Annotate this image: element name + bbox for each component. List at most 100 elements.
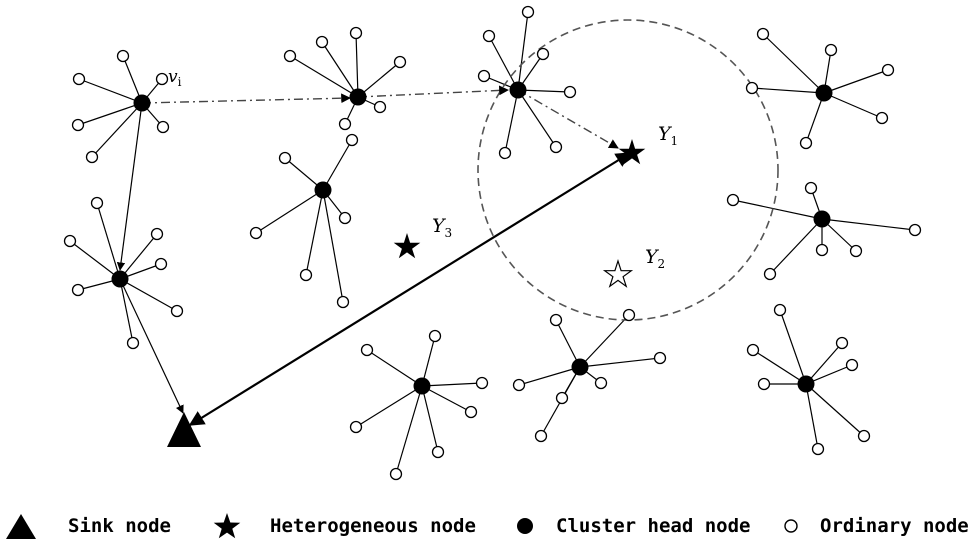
cluster-link [69,240,121,280]
cluster-link [255,189,324,234]
ordinary-node [857,429,871,443]
cluster-head-node [813,210,831,228]
legend: Sink node Heterogeneous node Cluster hea… [0,506,980,546]
ordinary-node [482,29,496,43]
cluster-link [769,218,823,275]
cluster-link [504,89,519,154]
legend-label-ordinary: Ordinary node [820,515,969,537]
ordinary-node [746,343,760,357]
ordinary-node [156,120,170,134]
cluster-link [805,383,865,437]
cluster-link [355,32,359,98]
legend-item-sink: Sink node [4,506,171,546]
ordinary-node [824,43,838,57]
ordinary-node [555,391,569,405]
ordinary-node [338,211,352,225]
cluster-link [366,349,423,387]
cluster-head-node [133,94,151,112]
heterogeneous-node-y1 [618,139,646,165]
heterogeneous-node-y3 [393,233,421,259]
ordinary-node [336,295,350,309]
cluster-link [579,357,661,368]
heterogeneous-to-sink-arrow [188,152,632,426]
label-vi: vi [168,67,182,89]
cluster-link [805,92,825,144]
ordinary-node [875,111,889,125]
cluster-head-node [314,181,332,199]
ordinary-node [431,445,445,459]
label-y1: Y1 [658,123,678,148]
cluster-head-node [413,377,431,395]
ordinary-node [726,193,740,207]
cluster-link [289,55,359,98]
cluster-link [823,69,889,94]
ordinary-node [849,244,863,258]
ordinary-node [594,376,608,390]
cluster-link [751,87,825,94]
cluster-link [322,189,344,303]
ordinary-node [345,133,359,147]
cluster-link [119,278,134,344]
ordinary-node [349,420,363,434]
ordinary-node [477,69,491,83]
ordinary-node [278,151,292,165]
ordinary-node [90,196,104,210]
ordinary-node [845,358,859,372]
heterogeneous-node-y2 [602,259,634,288]
cluster-link [488,35,519,91]
ordinary-node [63,234,77,248]
cluster-link [823,92,883,119]
ordinary-node [393,55,407,69]
ordinary-node [815,243,829,257]
cluster-link [96,202,121,280]
ordinary-node [536,47,550,61]
cluster-link [805,383,819,450]
ordinary-node [475,376,489,390]
cluster-link [517,11,529,91]
ordinary-node [464,405,478,419]
legend-item-heterogeneous: Heterogeneous node [212,506,476,546]
label-y2: Y2 [645,246,665,271]
ordinary-node [549,313,563,327]
cluster-link [421,382,483,387]
ordinary-node [549,140,563,154]
cluster-link [357,61,401,98]
relay-line-3 [517,89,619,149]
relay-path [141,85,619,149]
ordinary-node [283,49,297,63]
ordinary-node [72,72,86,86]
cluster-link [77,102,143,126]
ordinary-node [745,81,759,95]
cluster-link [579,314,630,368]
legend-item-ordinary: Ordinary node [780,506,969,546]
cluster-link [517,89,557,148]
cluster-link [752,349,807,385]
ordinary-node [389,467,403,481]
cluster-link [119,233,158,280]
ordinary-node [521,5,535,19]
legend-item-cluster-head: Cluster head node [514,506,750,546]
cluster-link [779,309,807,385]
head-to-head-arrow [116,102,143,271]
cluster-link [305,189,324,276]
cluster-head-node [571,358,589,376]
ordinary-node [360,343,374,357]
star-icon [213,513,241,539]
cluster-head-node [349,88,367,106]
relay-line-2 [357,85,509,98]
ordinary-node [428,329,442,343]
ordinary-node [373,100,387,114]
ordinary-node [756,27,770,41]
ordinary-node [126,336,140,350]
ordinary-node [170,304,184,318]
label-y3: Y3 [432,215,452,240]
range-circle [477,19,779,321]
legend-label-sink: Sink node [68,515,171,537]
cluster-link [805,342,843,385]
cluster-head-node [509,81,527,99]
relay-line-1 [141,93,351,104]
cluster-head-node [111,270,129,288]
ordinary-node [881,63,895,77]
cluster-link [91,102,143,158]
